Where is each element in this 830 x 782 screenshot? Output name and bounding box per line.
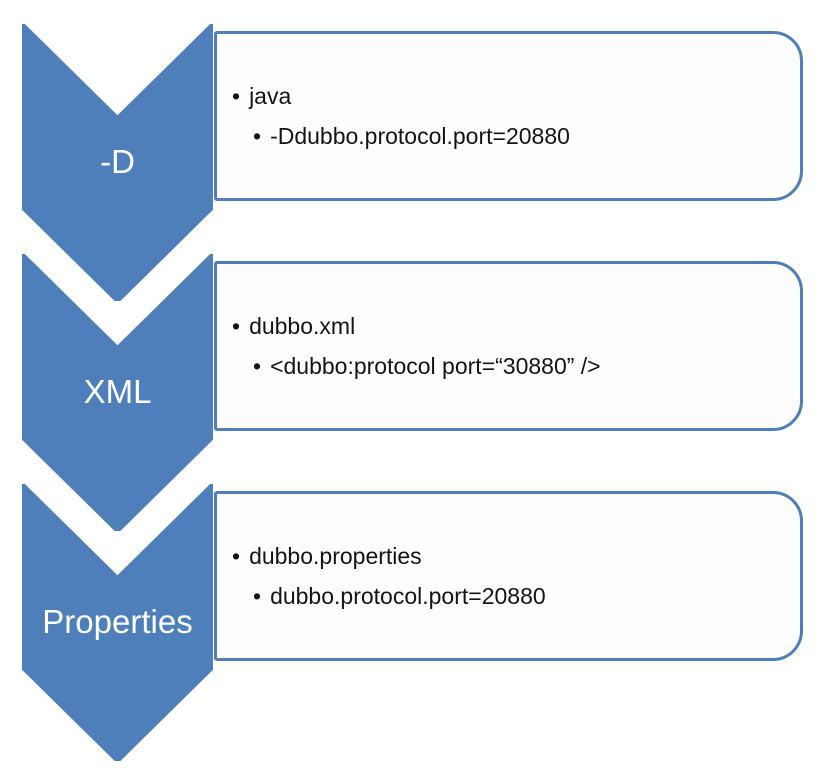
chevron-down-icon [22,254,213,531]
bullet-icon: • [253,353,262,379]
chevron-label: XML [83,372,152,410]
chevron-label: Properties [42,602,193,640]
bullet-text: <dubbo:protocol port=“30880” /> [270,353,601,379]
bullet-line: • dubbo.xml [217,306,800,346]
bullet-text: -Ddubbo.protocol.port=20880 [270,123,570,149]
detail-box-properties: • dubbo.properties • dubbo.protocol.port… [214,491,803,661]
bullet-line: • <dubbo:protocol port=“30880” /> [217,346,800,386]
chevron-down-icon [22,484,213,761]
bullet-icon: • [232,543,241,569]
detail-box-d: • java • -Ddubbo.protocol.port=20880 [214,31,803,201]
bullet-line: • dubbo.properties [217,536,800,576]
chevron-down-icon [22,24,213,301]
chevron-shape-xml: XML [22,254,213,531]
bullet-text: dubbo.protocol.port=20880 [270,583,546,609]
bullet-icon: • [253,583,262,609]
chevron-shape-properties: Properties [22,484,213,761]
detail-box-xml: • dubbo.xml • <dubbo:protocol port=“3088… [214,261,803,431]
chevron-label: -D [100,142,135,180]
bullet-icon: • [232,83,241,109]
bullet-text: dubbo.properties [249,543,422,569]
bullet-line: • java [217,76,800,116]
bullet-text: java [249,83,292,109]
bullet-line: • dubbo.protocol.port=20880 [217,576,800,616]
bullet-icon: • [232,313,241,339]
bullet-line: • -Ddubbo.protocol.port=20880 [217,116,800,156]
bullet-text: dubbo.xml [249,313,356,339]
bullet-icon: • [253,123,262,149]
chevron-shape-d: -D [22,24,213,301]
